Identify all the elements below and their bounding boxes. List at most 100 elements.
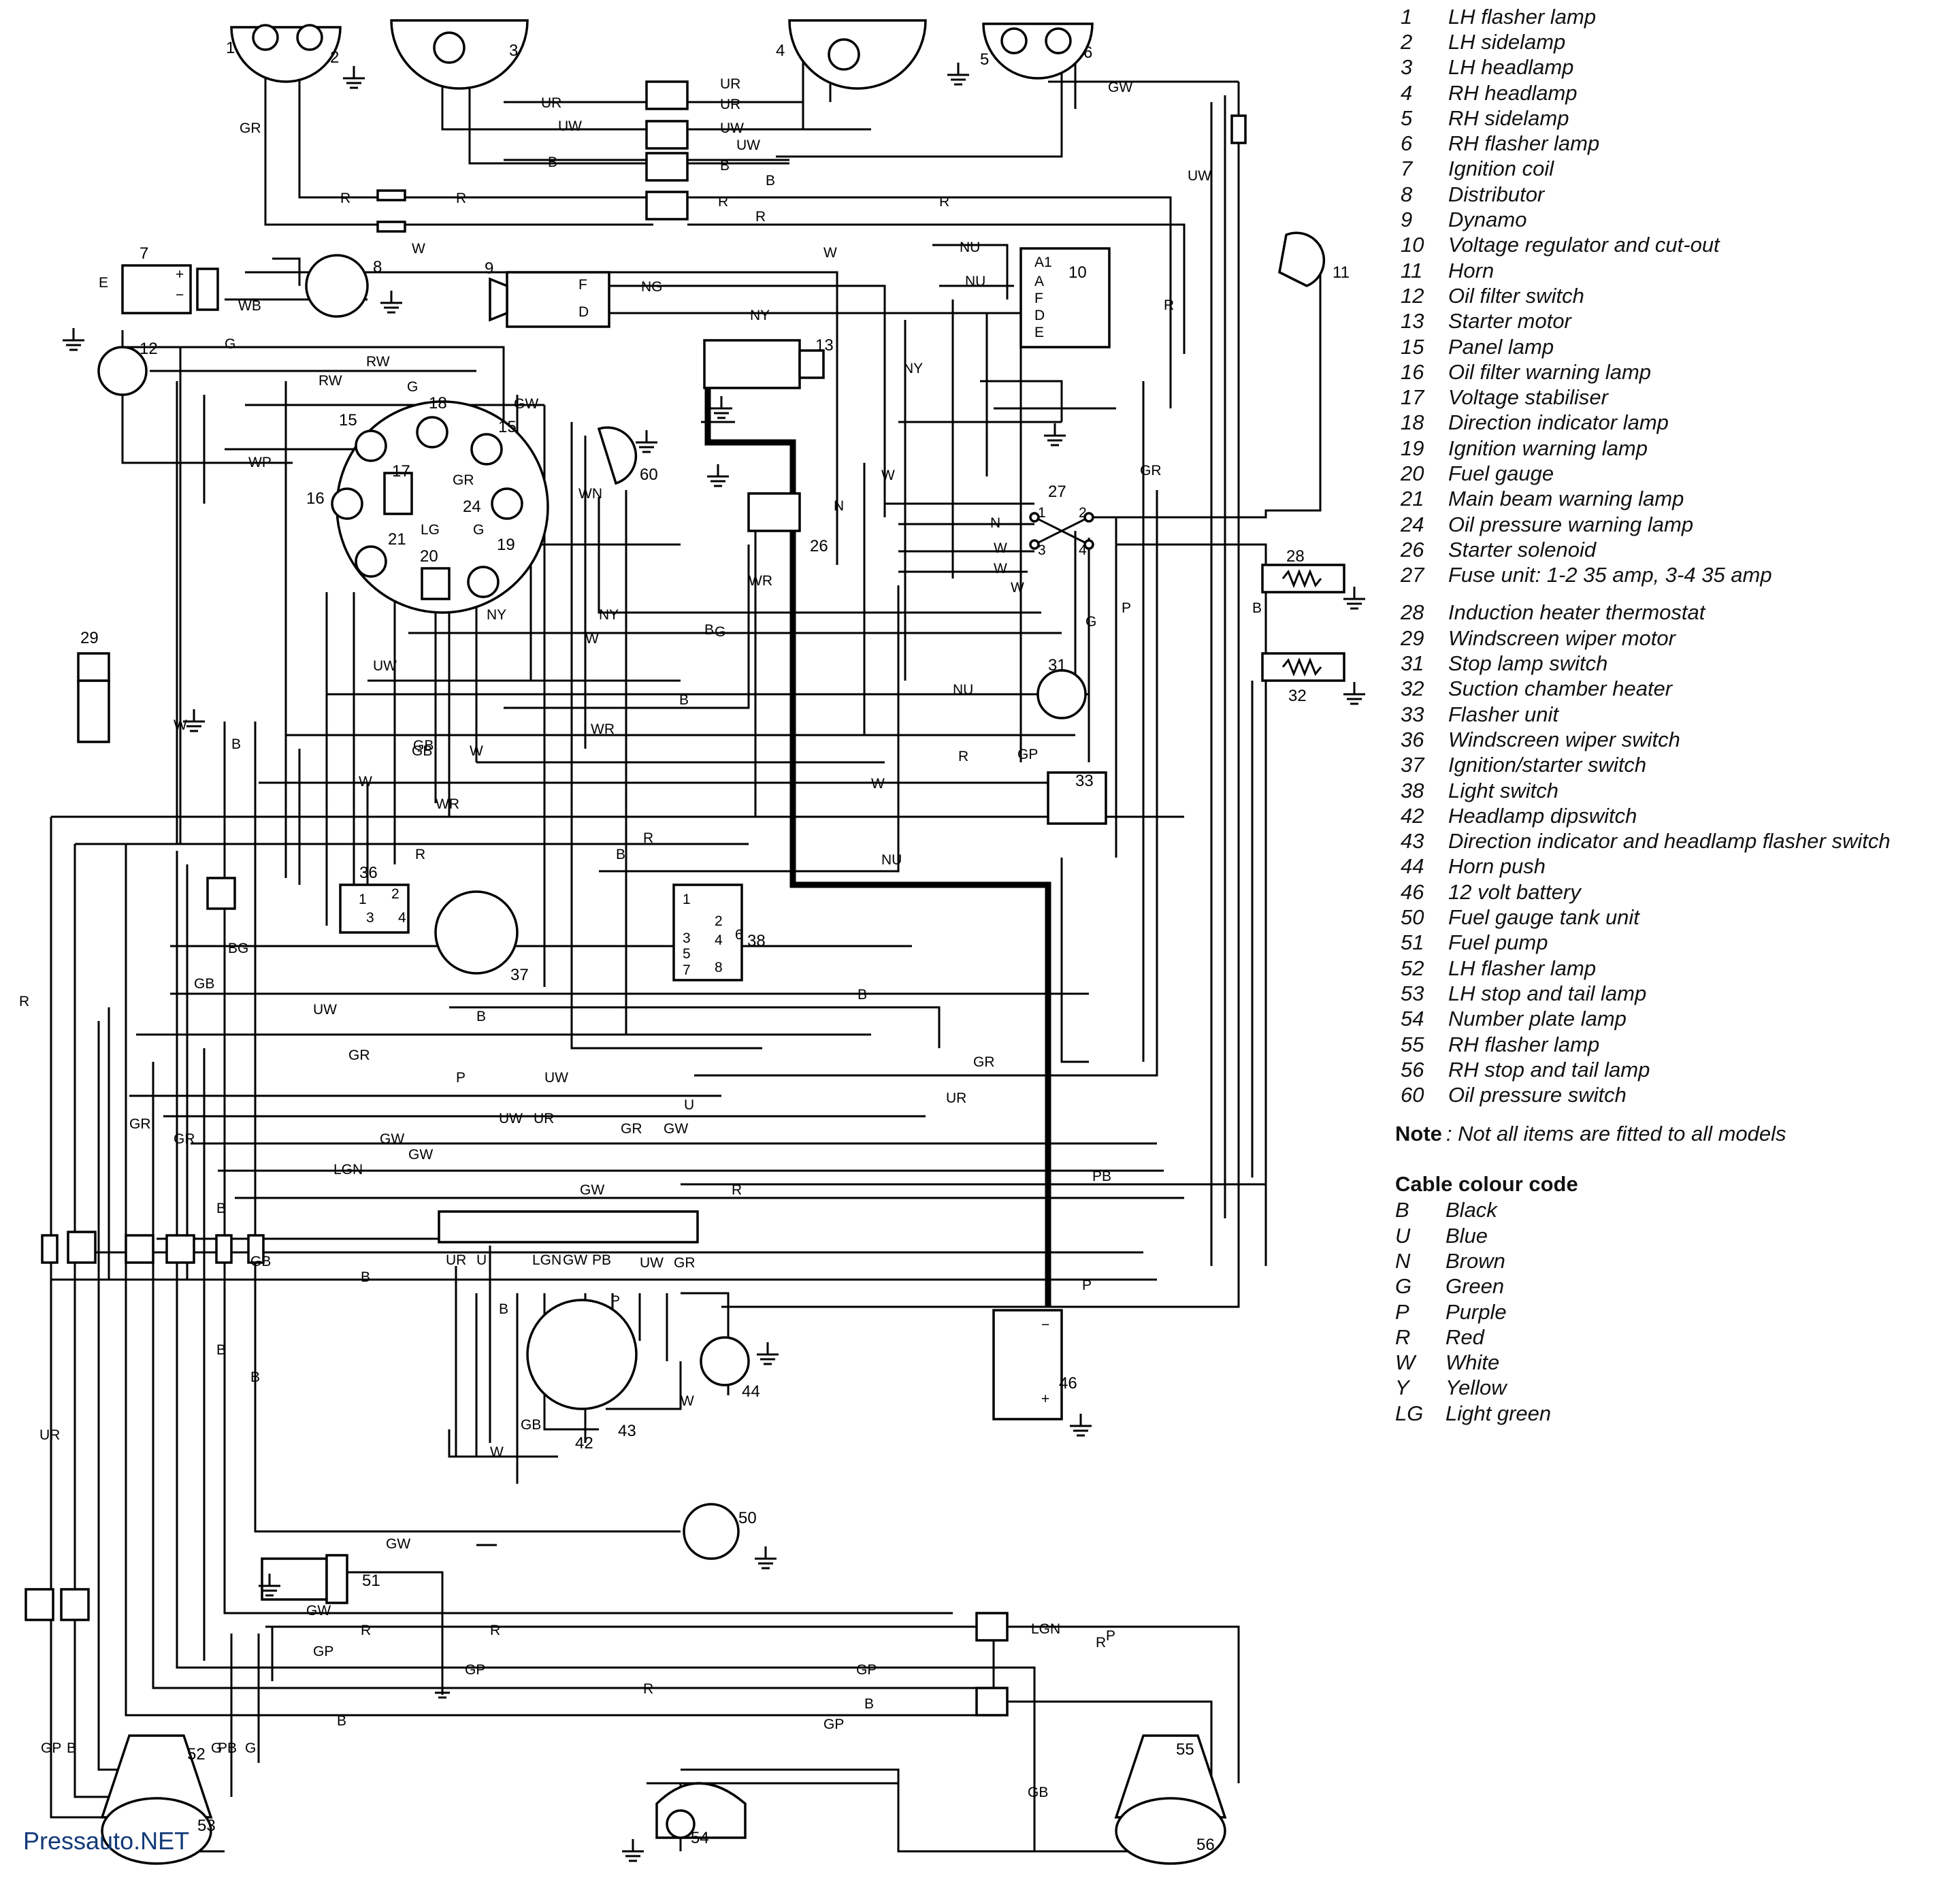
earth-icon: [757, 1342, 779, 1365]
fuel-gauge-tank-unit: [683, 1503, 740, 1560]
wire-label: LGN: [1031, 1621, 1060, 1637]
wire-label: NY: [750, 308, 770, 323]
terminal-label: F: [578, 277, 587, 293]
cable-code: B: [1395, 1198, 1409, 1222]
wire-label: UR: [720, 76, 740, 92]
terminal-label: 3: [366, 910, 374, 926]
terminal-label: 2: [1079, 505, 1087, 521]
component-number: 29: [80, 629, 99, 647]
component-number: 7: [140, 244, 148, 263]
wire-label: R: [415, 847, 425, 862]
cable-code: Y: [1395, 1376, 1409, 1400]
earth-icon: [1044, 423, 1066, 446]
legend-label: Panel lamp: [1448, 334, 1554, 359]
legend-label: Light switch: [1448, 778, 1558, 802]
wire-label: WR: [749, 573, 772, 589]
legend-number: 20: [1401, 461, 1424, 485]
component-number: 19: [497, 536, 515, 554]
wire-label: PB: [592, 1252, 611, 1268]
terminal-label: F: [1034, 291, 1043, 306]
wire-label: W: [823, 245, 837, 261]
component-number: 13: [815, 336, 834, 355]
fuel-pump: [261, 1557, 328, 1601]
wire-label: GB: [1028, 1785, 1048, 1800]
legend-label: Windscreen wiper switch: [1448, 727, 1680, 751]
legend-label: RH stop and tail lamp: [1448, 1057, 1650, 1082]
component-number: 18: [429, 394, 447, 412]
legend-label: Induction heater thermostat: [1448, 600, 1705, 625]
legend-number: 16: [1401, 359, 1424, 384]
wire-label: GP: [313, 1644, 333, 1659]
rh-rear-flasher-lamp: [1114, 1734, 1227, 1819]
wire-label: GW: [380, 1131, 404, 1147]
legend-label: Direction indicator lamp: [1448, 410, 1669, 435]
earth-icon: [63, 328, 84, 351]
legend-number: 52: [1401, 956, 1424, 980]
wire-label: GR: [348, 1047, 370, 1063]
note-prefix: Note: [1395, 1121, 1442, 1146]
cable-colour-name: Light green: [1446, 1401, 1552, 1425]
earth-icon: [1070, 1414, 1092, 1437]
wire-label: W: [881, 468, 895, 483]
terminal-label: 8: [715, 960, 723, 975]
component-number: 60: [640, 466, 658, 484]
wire-label: NY: [599, 607, 619, 623]
terminal-label: E: [1034, 325, 1044, 340]
light-switch: [672, 883, 743, 981]
legend-number: 36: [1401, 727, 1424, 751]
wire-label: R: [732, 1182, 742, 1198]
terminal-label: 1: [359, 892, 367, 907]
terminal-label: D: [578, 304, 589, 320]
windscreen-wiper-switch: [339, 883, 410, 934]
earth-icon: [636, 430, 657, 453]
wire-label: NU: [960, 240, 980, 255]
wire-label: GP: [41, 1740, 61, 1756]
earth-icon: [183, 709, 205, 732]
component-number: 42: [575, 1434, 593, 1452]
wire-label: RW: [366, 354, 390, 370]
wire-label: R: [755, 209, 766, 225]
legend-number: 9: [1401, 208, 1413, 232]
wire-label: LGN: [532, 1252, 561, 1268]
component-number: 10: [1068, 263, 1087, 282]
wire-label: GR: [453, 472, 474, 488]
lh-rear-flasher-lamp: [100, 1734, 213, 1819]
legend-label: Main beam warning lamp: [1448, 487, 1684, 511]
component-number: 50: [738, 1509, 757, 1527]
wire-label: W: [412, 241, 425, 257]
terminal-label: E: [99, 275, 108, 291]
wire-label: NY: [487, 607, 506, 623]
wire-label: GW: [306, 1603, 331, 1619]
wire-label: GR: [973, 1054, 995, 1070]
wire-label: NU: [881, 852, 902, 868]
terminal-label: 3: [683, 930, 691, 946]
wire-label: PB: [218, 1740, 237, 1756]
component-number: 54: [691, 1829, 709, 1847]
wire-label: G: [1085, 614, 1096, 630]
voltage-regulator: [1019, 247, 1111, 348]
legend-label: Ignition coil: [1448, 157, 1554, 181]
cable-colour-name: Black: [1446, 1198, 1497, 1222]
wire-label: N: [990, 515, 1000, 531]
legend-number: 51: [1401, 930, 1424, 955]
wire-label: WR: [436, 796, 459, 812]
legend-label: Direction indicator and headlamp flasher…: [1448, 829, 1891, 854]
legend-label: Windscreen wiper motor: [1448, 626, 1676, 650]
earth-icon: [380, 291, 402, 314]
component-number: 8: [373, 258, 382, 276]
wire-label: R: [490, 1623, 500, 1638]
